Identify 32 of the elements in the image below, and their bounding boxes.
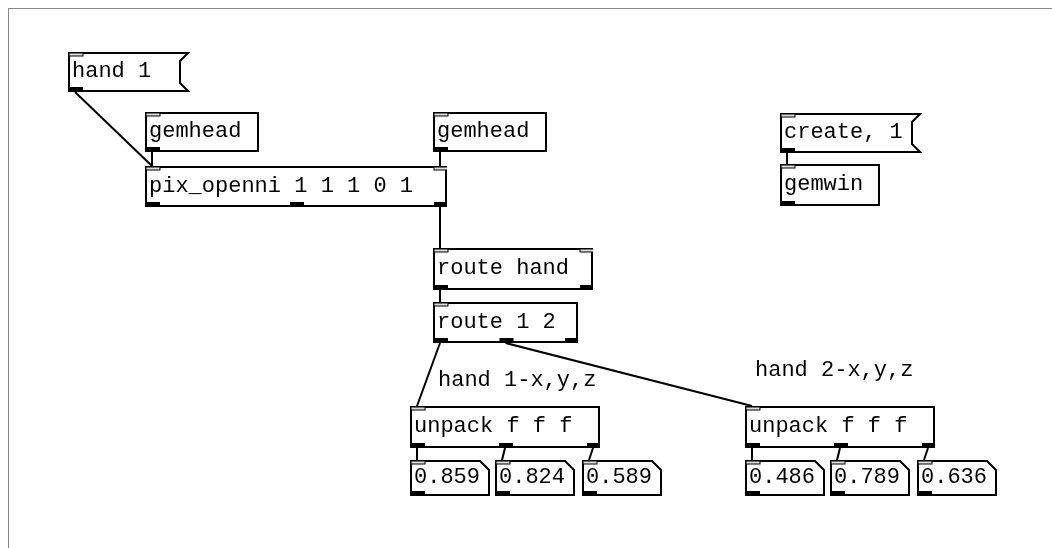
patch-cord: [786, 152, 788, 165]
patch-cord: [439, 206, 441, 249]
patch-cord: [439, 151, 441, 167]
patch-cord: [504, 342, 753, 407]
number-box: 0.636: [917, 460, 997, 496]
number-box: 0.824: [495, 460, 575, 496]
number-box: 0.486: [745, 460, 825, 496]
object-box: unpack f f f: [745, 406, 935, 448]
number-box: 0.789: [830, 460, 910, 496]
patch-cord: [501, 447, 506, 461]
object-box: pix_openni 1 1 1 0 1: [145, 166, 447, 207]
patch-cord: [439, 289, 441, 303]
patch-cord: [416, 342, 441, 407]
comment-text: hand 2-x,y,z: [755, 360, 914, 382]
message-box: create, 1: [780, 113, 922, 153]
patch-cord: [151, 151, 153, 167]
object-box: route 1 2: [433, 302, 578, 343]
number-box: 0.859: [410, 460, 490, 496]
patch-cord: [416, 447, 418, 461]
comment-text: hand 1-x,y,z: [438, 370, 597, 392]
object-box: gemwin: [780, 164, 880, 206]
object-box: gemhead: [433, 112, 547, 152]
message-box: hand 1: [68, 52, 190, 92]
patch-cord: [751, 447, 753, 461]
patch-cord: [74, 91, 153, 167]
patch-cord: [923, 447, 929, 461]
patch-cord: [588, 447, 594, 461]
object-box: route hand: [433, 248, 593, 290]
object-box: gemhead: [145, 112, 259, 152]
patch-cord: [836, 447, 841, 461]
object-box: unpack f f f: [410, 406, 600, 448]
number-box: 0.589: [582, 460, 662, 496]
